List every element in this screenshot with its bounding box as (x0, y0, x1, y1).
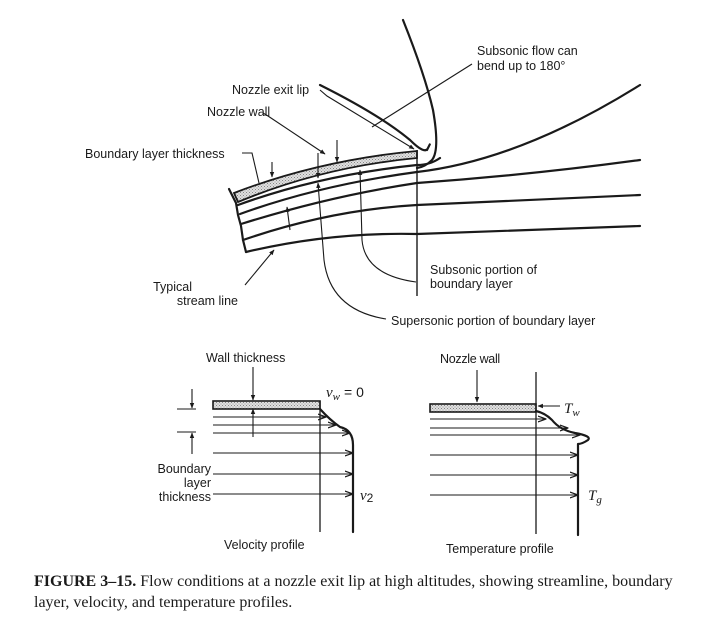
label-subsonic-portion-2: boundary layer (430, 277, 513, 291)
figure-number: FIGURE 3–15. (34, 573, 137, 590)
label-subsonic-flow-2: bend up to 180° (477, 59, 565, 73)
top-nozzle-diagram: Subsonic flow can bend up to 180° Nozzle… (85, 18, 642, 328)
leader-subsonic-flow (371, 63, 473, 128)
leader-supersonic-portion (316, 182, 387, 320)
leader-subsonic-portion (357, 169, 417, 283)
lip-wrap-streamline (318, 83, 431, 152)
label-typical-1: Typical (153, 280, 192, 294)
temperature-profile-curve (534, 409, 590, 537)
label-wall-thickness: Wall thickness (206, 351, 285, 365)
label-tg: Tg (588, 488, 602, 506)
velocity-profile-curve (318, 407, 355, 534)
leader-nozzle-wall (262, 112, 326, 155)
label-subsonic-portion-1: Subsonic portion of (430, 263, 538, 277)
label-v2: v2 (360, 488, 374, 505)
temperature-profile-diagram: Nozzle wall Tw Tg Temperature profile (429, 352, 602, 556)
label-supersonic-portion: Supersonic portion of boundary layer (391, 314, 595, 328)
streamline-2 (238, 83, 642, 216)
caption-text: Flow conditions at a nozzle exit lip at … (34, 573, 673, 611)
label-boundary-1: Boundary (157, 462, 211, 476)
leader-boundary-layer-thickness (242, 152, 260, 184)
streamline-1 (236, 156, 442, 207)
label-boundary-layer-thickness: Boundary layer thickness (85, 147, 225, 161)
label-vw: vw= 0 (326, 384, 364, 403)
label-temp-nozzle-wall: Nozzle wall (440, 352, 500, 366)
leader-typical-stream-line (244, 249, 275, 286)
streamline-5 (244, 224, 642, 254)
velocity-nozzle-wall (212, 400, 321, 410)
label-boundary-2: layer (184, 476, 211, 490)
label-subsonic-flow-1: Subsonic flow can (477, 44, 578, 58)
bl-arrow-4 (285, 206, 291, 231)
leader-nozzle-exit-lip (319, 89, 415, 150)
label-velocity-profile: Velocity profile (224, 538, 305, 552)
temperature-nozzle-wall (429, 403, 537, 413)
subsonic-180-streamline (401, 18, 438, 170)
label-tw: Tw (564, 401, 580, 419)
figure-caption: FIGURE 3–15. Flow conditions at a nozzle… (34, 571, 694, 613)
velocity-profile-diagram: Wall thickness vw= 0 Boundary layer thic… (157, 351, 373, 552)
wall-left-cut (227, 187, 248, 254)
label-nozzle-wall: Nozzle wall (207, 105, 270, 119)
label-temperature-profile: Temperature profile (446, 542, 554, 556)
label-typical-2: stream line (177, 294, 238, 308)
label-boundary-3: thickness (159, 490, 211, 504)
label-nozzle-exit-lip: Nozzle exit lip (232, 83, 309, 97)
